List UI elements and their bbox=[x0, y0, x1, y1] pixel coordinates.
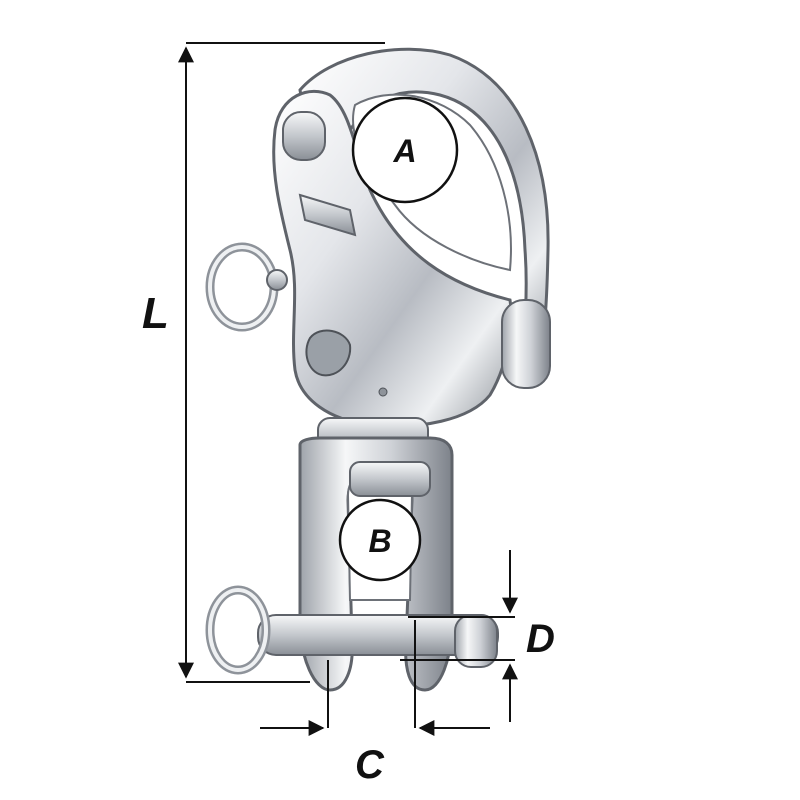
callout-b-label: B bbox=[368, 523, 391, 559]
diameter-label: D bbox=[526, 617, 555, 661]
callout-a-circle bbox=[351, 96, 459, 204]
callout-a-label: A bbox=[392, 133, 416, 169]
clevis-pin-head bbox=[454, 614, 498, 668]
lanyard-ring-top bbox=[205, 242, 288, 332]
swivel-eye-pin bbox=[349, 461, 431, 497]
callout-b-circle bbox=[338, 498, 422, 582]
hinge-pin bbox=[282, 111, 326, 161]
brand-logo-mark bbox=[305, 329, 352, 377]
dimension-length: L bbox=[142, 42, 385, 683]
lanyard-ring-bottom bbox=[205, 585, 271, 675]
callout-a: A bbox=[351, 96, 459, 204]
dimension-pin-width: C bbox=[260, 620, 490, 787]
width-label: C bbox=[355, 743, 385, 787]
release-lever bbox=[298, 193, 357, 237]
rivet-dot bbox=[378, 387, 388, 397]
length-label: L bbox=[142, 289, 169, 338]
callout-b: B bbox=[338, 498, 422, 582]
gate-pin bbox=[501, 299, 551, 389]
dimension-pin-diameter: D bbox=[400, 550, 555, 722]
